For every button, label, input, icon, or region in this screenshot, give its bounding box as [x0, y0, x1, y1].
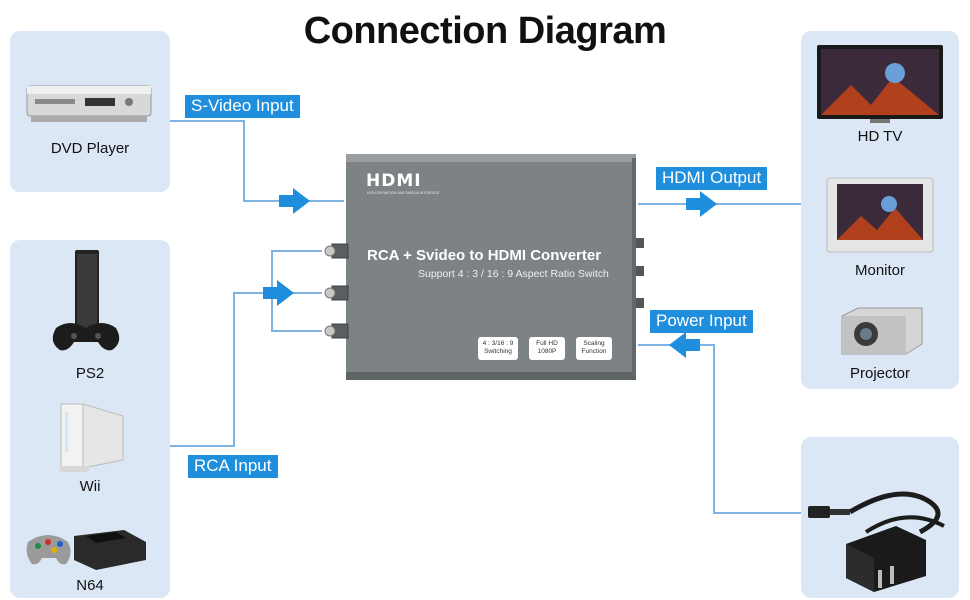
hdtv-icon [817, 45, 943, 123]
wii-label: Wii [79, 478, 101, 495]
projector-label: Projector [849, 365, 911, 382]
full-hd-button[interactable]: Full HD 1080P [529, 337, 565, 360]
n64-label: N64 [76, 577, 104, 594]
wii-icon [59, 403, 124, 472]
svideo-input-tag: S-Video Input [185, 95, 300, 118]
rca-arrow-icon [263, 280, 294, 306]
ps2-icon [52, 250, 120, 351]
hdmi-logo-subtext: HIGH-DEFINITION MULTIMEDIA INTERFACE [367, 191, 440, 195]
converter-subtitle: Support 4 : 3 / 16 : 9 Aspect Ratio Swit… [418, 268, 609, 280]
dvd-player-label: DVD Player [50, 140, 130, 157]
converter-box [324, 154, 644, 380]
projector-icon [841, 307, 923, 355]
power-adapter-icon [808, 491, 945, 592]
power-input-tag: Power Input [650, 310, 753, 333]
n64-icon [26, 530, 146, 570]
hdtv-label: HD TV [857, 128, 903, 145]
rca-input-tag: RCA Input [188, 455, 278, 478]
monitor-icon [826, 177, 934, 253]
power-arrow-icon [669, 332, 700, 358]
monitor-label: Monitor [854, 262, 906, 279]
hdmi-out-arrow-icon [686, 191, 717, 217]
dvd-player-icon [26, 85, 152, 122]
hdmi-output-tag: HDMI Output [656, 167, 768, 190]
rca-jack-icon [324, 325, 336, 337]
rca-jack-icon [324, 245, 336, 257]
diagram-title: Connection Diagram [303, 10, 667, 52]
scaling-function-button[interactable]: Scaling Function [576, 337, 612, 360]
svideo-arrow-icon [279, 188, 310, 214]
aspect-ratio-switch-button[interactable]: 4 : 3/16 : 9 Switching [478, 337, 518, 360]
converter-title: RCA + Svideo to HDMI Converter [367, 247, 602, 264]
hdmi-logo: HDMI [366, 171, 422, 191]
ps2-label: PS2 [75, 365, 105, 382]
rca-jack-icon [324, 287, 336, 299]
